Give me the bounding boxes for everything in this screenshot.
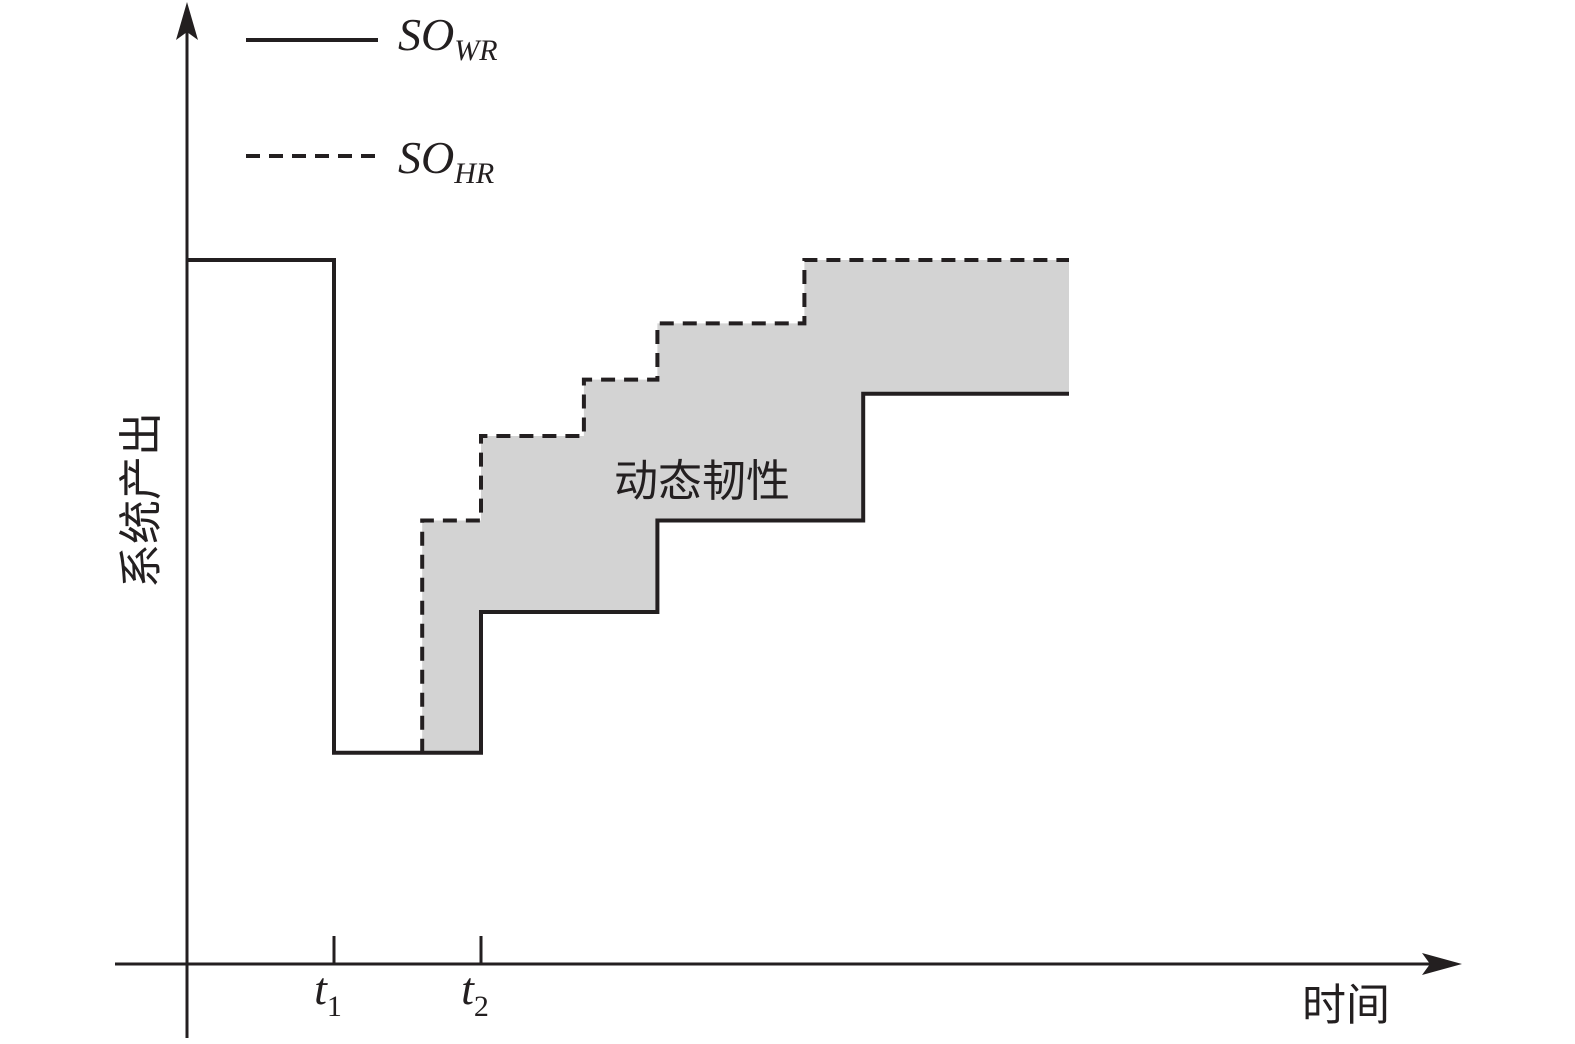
x-tick-label-2: t2 [461, 963, 489, 1023]
legend-label-wr: SOWR [398, 9, 498, 67]
series-line-hr [420, 258, 1069, 753]
y-axis-label: 系统产出 [116, 412, 167, 588]
x-tick-label-1: t1 [314, 963, 342, 1023]
series-layer [187, 258, 1069, 755]
x-axis-arrow-icon [1422, 953, 1462, 975]
x-tick-layer: t1t2tn [314, 936, 489, 1023]
legend-label-hr: SOHR [398, 132, 494, 190]
y-axis-arrow-icon [176, 2, 198, 40]
series-line-wr [187, 258, 1069, 755]
legend: SOWR SOHR [246, 9, 498, 190]
region-label: 动态韧性 [614, 456, 790, 507]
x-axis-label: 时间 [1302, 980, 1390, 1031]
